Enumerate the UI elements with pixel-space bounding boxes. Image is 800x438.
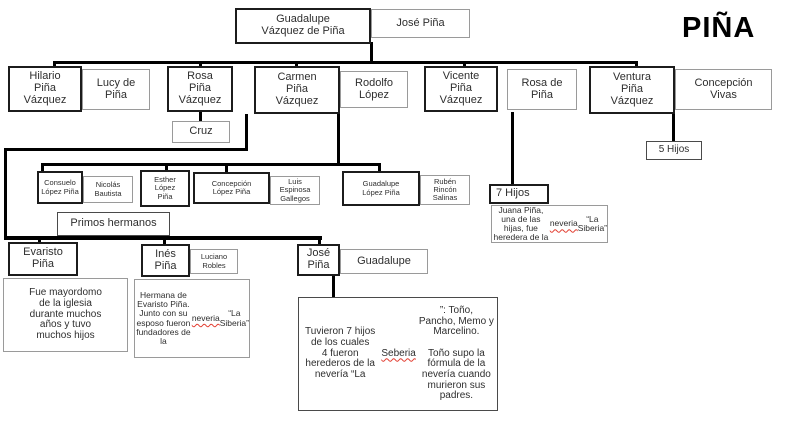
note-ines: Hermana de Evaristo Piña. Junto con su e…	[134, 279, 250, 358]
connector-esther-drop	[165, 165, 168, 171]
diagram-title: PIÑA	[682, 12, 756, 44]
note-juana-pina: Juana Piña, una de las hijas, fue herede…	[491, 205, 608, 243]
node-carmen-pina-vazquez: Carmen Piña Vázquez	[254, 66, 340, 114]
connector-concepcion-drop	[225, 165, 228, 173]
connector-7hijos-drop	[511, 112, 514, 185]
connector-jose-drop	[318, 239, 321, 246]
node-vicente-pina-vazquez: Vicente Piña Vázquez	[424, 66, 498, 112]
connector-gen2-parent-drop	[337, 108, 340, 166]
node-esther-lopez-pina: Esther López Piña	[140, 170, 190, 207]
note-evaristo: Fue mayordomo de la iglesia durante much…	[3, 278, 128, 352]
connector-parents-drop	[370, 42, 373, 62]
node-guadalupe-spouse: Guadalupe	[340, 249, 428, 274]
node-jose-pina-jr: José Piña	[297, 244, 340, 276]
connector-gen1-rail	[53, 61, 638, 64]
connector-rosa-drop	[199, 61, 202, 68]
node-luis-espinosa-gallegos: Luis Espinosa Gallegos	[270, 176, 320, 205]
node-cruz: Cruz	[172, 121, 230, 143]
connector-evaristo-drop	[38, 239, 41, 244]
connector-gen3-rail	[4, 236, 322, 240]
connector-bracket-horizontal	[4, 148, 248, 151]
node-rosa-de-pina: Rosa de Piña	[507, 69, 577, 110]
node-rodolfo-lopez: Rodolfo López	[340, 71, 408, 108]
node-7-hijos: 7 Hijos	[489, 184, 549, 204]
connector-hilario-drop	[53, 61, 56, 68]
node-ines-pina: Inés Piña	[141, 244, 190, 277]
node-lucy-de-pina: Lucy de Piña	[82, 69, 150, 110]
connector-ventura-drop	[635, 61, 638, 68]
label-primos-hermanos: Primos hermanos	[57, 212, 170, 236]
connector-consuelo-drop	[41, 165, 44, 172]
connector-carmen-drop	[295, 61, 298, 68]
connector-ines-drop	[163, 239, 166, 246]
connector-left-edge-vert	[4, 148, 7, 240]
note-jose-descendants: Tuvieron 7 hijos de los cuales 4 fueron …	[298, 297, 498, 411]
connector-5hijos-drop	[672, 114, 675, 142]
node-evaristo-pina: Evaristo Piña	[8, 242, 78, 276]
node-guadalupe-vazquez-de-pina: Guadalupe Vázquez de Piña	[235, 8, 371, 44]
node-concepcion-lopez-pina: Concepción López Piña	[193, 172, 270, 204]
node-nicolas-bautista: Nicolás Bautista	[83, 176, 133, 203]
node-5-hijos: 5 Hijos	[646, 141, 702, 160]
connector-jose-note-drop	[332, 276, 335, 298]
node-consuelo-lopez-pina: Consuelo López Piña	[37, 171, 83, 204]
node-hilario-pina-vazquez: Hilario Piña Vázquez	[8, 66, 82, 112]
node-jose-pina-sr: José Piña	[371, 9, 470, 38]
node-concepcion-vivas: Concepción Vivas	[675, 69, 772, 110]
node-ventura-pina-vazquez: Ventura Piña Vázquez	[589, 66, 675, 114]
connector-guadalupe-lp-drop	[378, 165, 381, 172]
node-guadalupe-lopez-pina: Guadalupe López Piña	[342, 171, 420, 206]
node-luciano-robles: Luciano Robles	[190, 249, 238, 274]
node-rosa-pina-vazquez: Rosa Piña Vázquez	[167, 66, 233, 112]
connector-vicente-drop	[463, 61, 466, 68]
node-ruben-rincon-salinas: Rubén Rincón Salinas	[420, 175, 470, 205]
connector-gen2-rail	[41, 163, 381, 166]
connector-cruz-drop	[199, 112, 202, 122]
connector-bracket-right-vert	[245, 114, 248, 151]
